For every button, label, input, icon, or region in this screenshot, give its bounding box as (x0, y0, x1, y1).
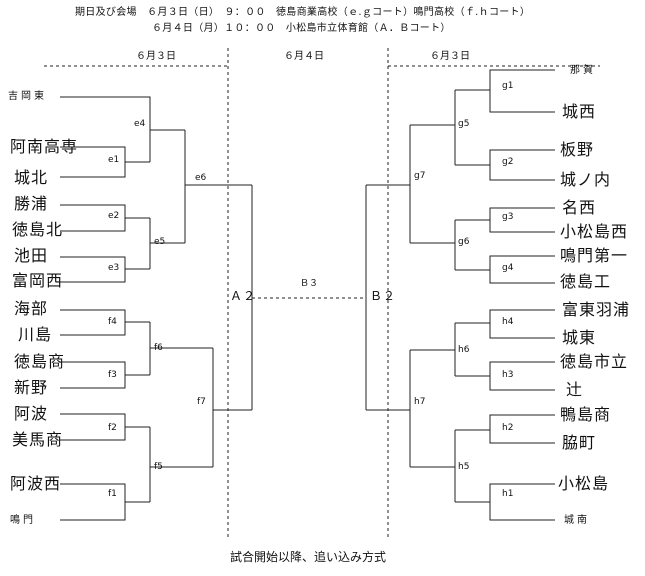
match-e6: e6 (195, 173, 207, 183)
match-g6: g6 (458, 237, 470, 247)
match-h3: h3 (502, 370, 514, 380)
right-team-5: 名西 (562, 198, 597, 217)
match-f3: f3 (108, 370, 117, 380)
right-team-4: 城ノ内 (560, 170, 612, 189)
match-b2: Ｂ２ (370, 289, 397, 303)
left-team-10: 徳島商 (14, 352, 66, 371)
match-g3: g3 (502, 212, 514, 222)
left-team-5: 徳島北 (12, 220, 64, 239)
right-team-15: 小松島 (558, 474, 610, 493)
match-f7: f7 (197, 397, 206, 407)
match-f6: f6 (154, 343, 163, 353)
match-a2: Ａ２ (230, 289, 257, 303)
schedule-line-1: 期日及び会場 ６月３日（日） ９：００ 徳島商業高校（ｅ.ｇコート）鳴門高校（ｆ… (75, 7, 531, 18)
match-e1: e1 (108, 155, 120, 165)
match-h4: h4 (502, 317, 514, 327)
left-team-9: 川島 (18, 325, 53, 344)
right-team-7: 鳴門第一 (560, 246, 629, 265)
match-g4: g4 (502, 263, 514, 273)
match-g5: g5 (458, 119, 470, 129)
right-team-11: 徳島市立 (560, 352, 629, 371)
match-h2: h2 (502, 423, 514, 433)
match-g1: g1 (502, 81, 514, 91)
left-team-8: 海部 (14, 299, 49, 318)
left-team-3: 城北 (14, 168, 49, 187)
left-team-11: 新野 (14, 378, 49, 397)
left-team-15: 鳴門 (10, 515, 36, 526)
match-g2: g2 (502, 157, 514, 167)
right-team-13: 鴨島商 (560, 405, 612, 424)
left-team-6: 池田 (14, 246, 49, 265)
left-team-1: 吉岡東 (8, 91, 47, 102)
schedule-line-2: ６月４日（月）１０：００ 小松島市立体育館（Ａ．Ｂコート） (152, 23, 451, 34)
match-h5: h5 (458, 462, 470, 472)
match-e2: e2 (108, 211, 120, 221)
match-h6: h6 (458, 345, 470, 355)
match-h1: h1 (502, 489, 514, 499)
date-center: ６月４日 (284, 51, 324, 62)
right-team-8: 徳島工 (560, 272, 612, 291)
right-team-9: 富東羽浦 (562, 300, 631, 319)
left-team-7: 富岡西 (12, 271, 64, 290)
match-h7: h7 (414, 397, 426, 407)
left-team-13: 美馬商 (12, 430, 64, 449)
match-f4: f4 (108, 317, 117, 327)
right-team-14: 脇町 (562, 433, 597, 452)
right-team-3: 板野 (560, 140, 595, 159)
left-team-14: 阿波西 (10, 474, 62, 493)
right-team-1: 那賀 (570, 65, 596, 76)
left-team-2: 阿南高専 (10, 137, 79, 156)
match-g7: g7 (414, 171, 426, 181)
match-e3: e3 (108, 263, 120, 273)
match-e4: e4 (134, 119, 146, 129)
footer-note: 試合開始以降、追い込み方式 (230, 550, 387, 564)
right-team-16: 城南 (564, 515, 590, 526)
right-team-10: 城東 (562, 328, 597, 347)
left-team-4: 勝浦 (14, 194, 49, 213)
match-f5: f5 (154, 462, 163, 472)
date-left: ６月３日 (136, 51, 176, 62)
match-e5: e5 (154, 237, 166, 247)
right-team-2: 城西 (562, 102, 597, 121)
match-f1: f1 (108, 489, 117, 499)
match-b3: Ｂ３ (300, 279, 319, 289)
right-team-12: 辻 (566, 380, 584, 399)
right-team-6: 小松島西 (560, 222, 629, 241)
date-right: ６月３日 (430, 51, 470, 62)
left-team-12: 阿波 (14, 404, 49, 423)
match-f2: f2 (108, 423, 117, 433)
